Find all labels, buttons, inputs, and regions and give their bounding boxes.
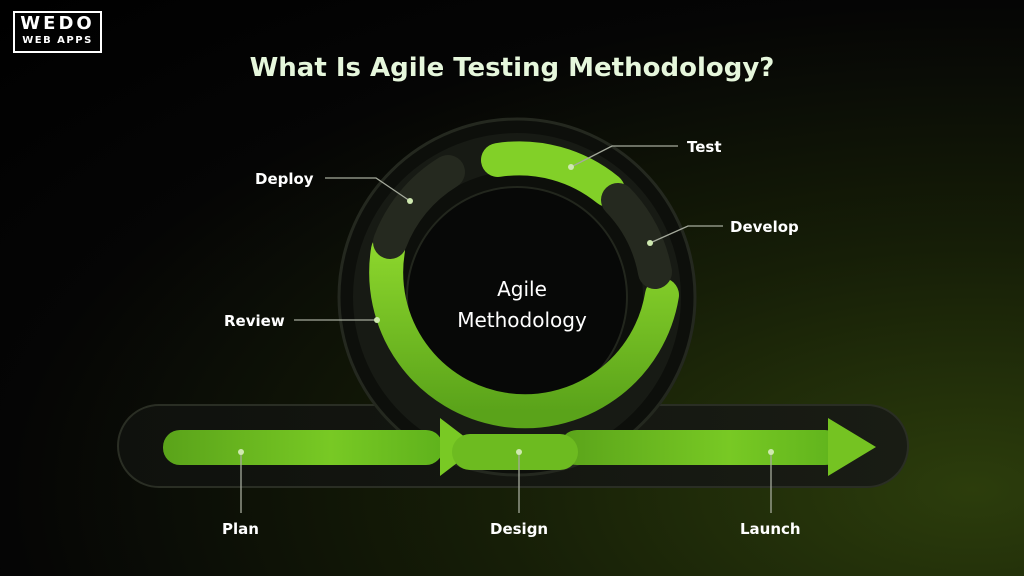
design-dot bbox=[516, 449, 522, 455]
stage-label-develop: Develop bbox=[730, 218, 799, 236]
test-arc bbox=[481, 141, 625, 207]
stage-label-deploy: Deploy bbox=[255, 170, 314, 188]
center-label-line1: Agile bbox=[497, 277, 547, 301]
brand-logo-line2: WEB APPS bbox=[22, 35, 93, 46]
page-title: What Is Agile Testing Methodology? bbox=[249, 53, 775, 83]
stage-label-launch: Launch bbox=[740, 520, 801, 538]
develop-arc bbox=[601, 183, 672, 289]
review-dot bbox=[374, 317, 380, 323]
deploy-dot bbox=[407, 198, 413, 204]
deploy-arc bbox=[373, 155, 465, 259]
stage-label-review: Review bbox=[224, 312, 285, 330]
review-design-arc bbox=[369, 233, 679, 429]
brand-logo: WEDO WEB APPS bbox=[13, 11, 102, 53]
launch-dot bbox=[768, 449, 774, 455]
develop-leader bbox=[649, 225, 723, 244]
stage-label-design: Design bbox=[490, 520, 549, 538]
develop-dot bbox=[647, 240, 653, 246]
plan-dot bbox=[238, 449, 244, 455]
test-dot bbox=[568, 164, 574, 170]
deploy-leader bbox=[325, 177, 411, 202]
stage-label-test: Test bbox=[687, 138, 722, 156]
center-label: Agile Methodology bbox=[422, 274, 622, 336]
stage-label-plan: Plan bbox=[222, 520, 259, 538]
test-leader bbox=[570, 145, 678, 168]
center-label-line2: Methodology bbox=[457, 308, 587, 332]
brand-logo-line1: WEDO bbox=[20, 13, 95, 34]
